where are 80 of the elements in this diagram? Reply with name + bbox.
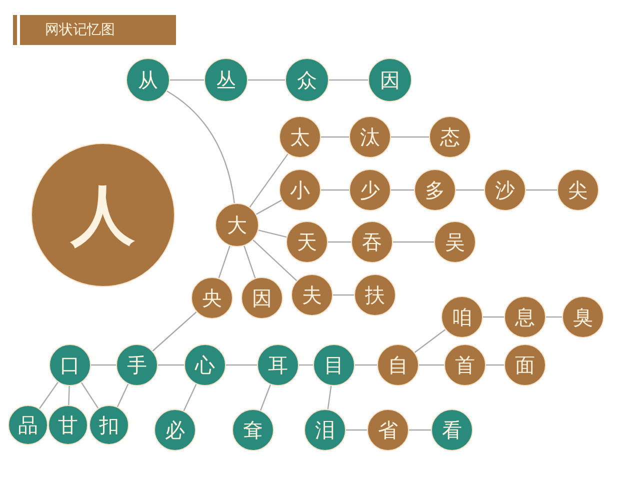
connector-line <box>38 382 58 409</box>
connector-line <box>256 200 282 215</box>
character-circle: 丛 <box>204 58 248 102</box>
connector-line <box>226 364 257 366</box>
connector-line <box>166 90 235 204</box>
character-circle: 多 <box>414 169 456 211</box>
connector-line <box>456 189 484 191</box>
connector-line <box>152 312 197 352</box>
connector-line <box>68 386 70 406</box>
character-circle: 天 <box>286 221 328 263</box>
character-circle: 目 <box>313 344 355 386</box>
connector-line <box>526 189 557 191</box>
connector-line <box>391 136 429 138</box>
connector-line <box>419 364 444 366</box>
character-circle: 沙 <box>484 169 526 211</box>
connector-line <box>327 386 332 410</box>
character-circle: 必 <box>154 409 196 451</box>
connector-line <box>249 154 288 208</box>
connector-line <box>391 189 414 191</box>
character-circle: 大 <box>215 203 259 247</box>
character-circle: 臭 <box>562 296 604 338</box>
connector-line <box>158 364 184 366</box>
character-circle: 太 <box>279 116 321 158</box>
character-circle: 手 <box>116 344 158 386</box>
character-circle: 首 <box>444 344 486 386</box>
connector-line <box>409 429 431 431</box>
character-circle: 小 <box>279 169 321 211</box>
connector-line <box>546 316 562 318</box>
connector-line <box>218 246 230 278</box>
character-circle: 态 <box>429 116 471 158</box>
connector-line <box>321 189 349 191</box>
character-circle: 吞 <box>351 221 393 263</box>
connector-line <box>80 382 99 409</box>
character-circle: 耷 <box>232 409 274 451</box>
character-circle: 众 <box>285 58 329 102</box>
character-circle: 吴 <box>434 221 476 263</box>
connector-line <box>252 240 298 282</box>
connector-line <box>299 364 313 366</box>
character-circle: 汰 <box>349 116 391 158</box>
connector-line <box>183 384 197 412</box>
connector-line <box>486 364 504 366</box>
connector-line <box>483 316 504 318</box>
connector-line <box>248 79 285 81</box>
character-circle: 尖 <box>557 169 599 211</box>
connector-line <box>170 79 204 81</box>
character-circle: 品 <box>8 405 48 445</box>
connector-line <box>393 241 434 243</box>
character-circle: 自 <box>377 344 419 386</box>
character-circle: 从 <box>126 58 170 102</box>
connector-line <box>328 241 351 243</box>
character-circle: 看 <box>431 409 473 451</box>
character-circle: 心 <box>184 344 226 386</box>
character-circle: 口 <box>49 344 91 386</box>
character-circle: 耳 <box>257 344 299 386</box>
character-circle: 面 <box>504 344 546 386</box>
character-circle: 省 <box>367 409 409 451</box>
character-circle: 甘 <box>48 405 88 445</box>
connector-line <box>333 294 354 296</box>
connector-line <box>258 230 287 238</box>
connector-line <box>116 384 129 408</box>
large-character-circle: 人 <box>31 143 175 287</box>
character-circle: 扣 <box>89 405 129 445</box>
connector-line <box>260 384 272 411</box>
connector-line <box>244 246 256 278</box>
character-circle: 扶 <box>354 274 396 316</box>
connector-line <box>321 136 349 138</box>
character-circle: 央 <box>191 277 233 319</box>
character-circle: 夫 <box>291 274 333 316</box>
connector-line <box>355 364 377 366</box>
character-circle: 泪 <box>304 409 346 451</box>
character-circle: 因 <box>368 58 412 102</box>
connector-line <box>346 429 367 431</box>
character-circle: 少 <box>349 169 391 211</box>
connector-line <box>329 79 368 81</box>
character-circle: 咱 <box>441 296 483 338</box>
connector-line <box>91 364 116 366</box>
title-banner: 网状记忆图 <box>13 15 176 45</box>
character-circle: 息 <box>504 296 546 338</box>
connector-line <box>414 329 446 353</box>
character-circle: 因 <box>241 277 283 319</box>
